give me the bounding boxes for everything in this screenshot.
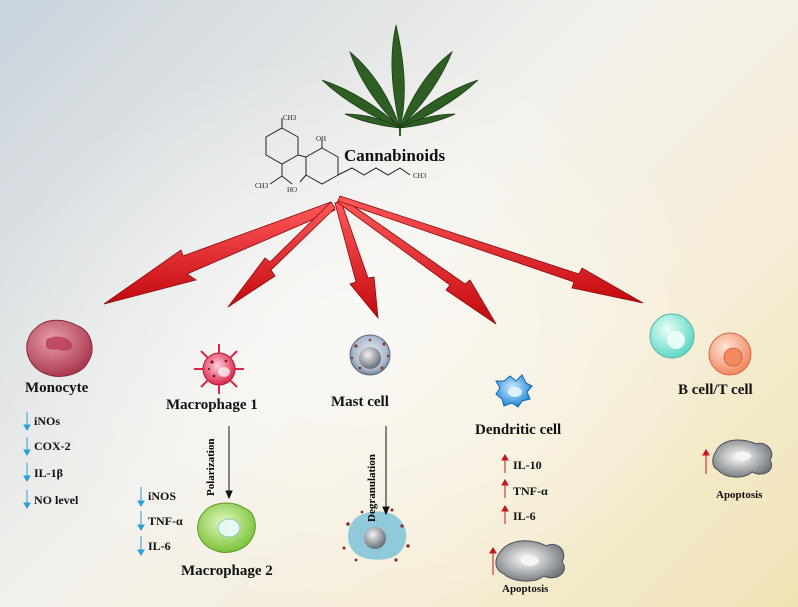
dendritic-cell-icon [495, 374, 533, 408]
polarization-label: Polarization [205, 438, 217, 496]
apoptotic-cell-icon-bt [712, 439, 773, 478]
degranulation-label: Degranulation [366, 454, 378, 522]
mast-cell-icon [349, 334, 391, 376]
monocyte-down-arrow [23, 463, 31, 482]
dendritic-marker: IL-6 [513, 509, 536, 523]
dendritic-cell-label: Dendritic cell [475, 422, 562, 438]
cannabis-leaf-icon [321, 24, 479, 136]
macrophage1-icon [194, 344, 244, 394]
degranulation-arrow [382, 426, 390, 516]
arrow-to-mast-cell [334, 200, 379, 320]
polarization-arrow [225, 426, 233, 500]
macrophage2-marker: TNF-α [148, 514, 183, 528]
monocyte-icon [26, 319, 93, 377]
dendritic-marker: IL-10 [513, 458, 542, 472]
macrophage1-label: Macrophage 1 [166, 397, 258, 413]
dendritic-apoptosis-up-arrow [489, 547, 497, 575]
bt-apoptosis-up-arrow [702, 449, 710, 474]
dendritic-apoptosis-label: Apoptosis [502, 583, 549, 595]
t-cell-icon [708, 332, 752, 376]
bt-cell-label: B cell/T cell [678, 382, 753, 398]
bt-apoptosis-label: Apoptosis [716, 489, 763, 501]
monocyte-down-arrow [23, 490, 31, 509]
macrophage2-icon [197, 502, 256, 553]
degranulated-mast-cell-icon [342, 508, 410, 562]
dendritic-up-arrow [501, 454, 509, 473]
monocyte-marker: IL-1β [34, 466, 63, 480]
dendritic-up-arrow [501, 479, 509, 498]
cannabinoid-structure [265, 118, 411, 185]
macrophage2-down-arrow [137, 511, 145, 531]
monocyte-marker: COX-2 [34, 439, 71, 453]
arrow-to-monocyte [103, 201, 336, 305]
b-cell-icon [649, 313, 695, 359]
monocyte-down-arrow [23, 412, 31, 431]
dendritic-marker: TNF-α [513, 484, 548, 498]
macrophage2-marker: IL-6 [148, 539, 171, 553]
arrow-to-bt-cell [337, 195, 644, 304]
macrophage2-down-arrow [137, 487, 145, 507]
monocyte-label: Monocyte [25, 380, 89, 396]
apoptotic-cell-icon-dendritic [495, 540, 565, 582]
macrophage2-label: Macrophage 2 [181, 563, 273, 579]
structure-label-ho: HO [287, 186, 297, 194]
arrow-to-macrophage1 [227, 201, 336, 308]
monocyte-marker: NO level [34, 493, 79, 507]
macrophage2-marker: iNOS [148, 489, 177, 503]
structure-label-oh: OH [316, 135, 326, 143]
mast-cell-label: Mast cell [331, 394, 389, 410]
arrow-to-dendritic-cell [336, 197, 497, 325]
dendritic-up-arrow [501, 505, 509, 524]
monocyte-down-arrow [23, 437, 31, 456]
structure-label-ch3-top: CH3 [283, 114, 297, 122]
cannabinoids-title: Cannabinoids [344, 146, 446, 165]
monocyte-marker: iNOs [34, 414, 61, 428]
macrophage2-down-arrow [137, 536, 145, 556]
structure-label-ch3-left: CH3 [255, 182, 269, 190]
structure-label-ch3-tail: CH3 [413, 172, 427, 180]
